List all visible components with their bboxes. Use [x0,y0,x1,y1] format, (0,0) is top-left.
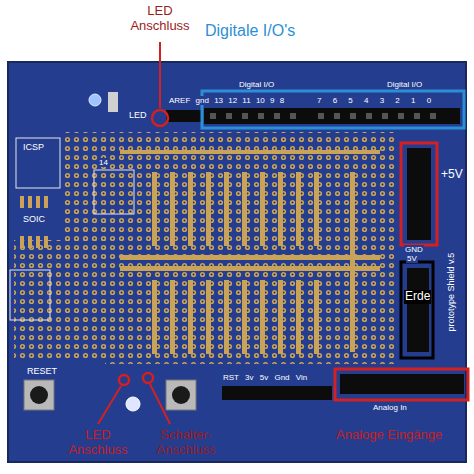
header-holes [210,113,436,119]
silkscreen-text: RESET [26,366,58,376]
callout-label: Digitale I/O's [205,22,295,40]
pad-field [62,132,106,242]
push-button [166,380,196,410]
silkscreen-text: Digital I/O [386,80,423,89]
resistor [108,92,118,112]
reset-button [24,380,54,410]
silkscreen-text: Digital I/O [238,80,275,89]
pad-field [105,132,397,364]
chip-outline [94,170,134,214]
silkscreen-text: LED [128,110,148,120]
led [89,94,101,106]
pin-header [407,148,431,240]
board-name: prototype Shield v.5 [446,252,456,333]
chip-outline [10,270,50,320]
callout-label: Erde [404,290,431,304]
pin-header [222,386,332,400]
leader-line [159,42,161,108]
callout-label: Analoge Eingänge [336,428,442,443]
silkscreen-text: SOIC [22,214,46,224]
power-frame [401,143,437,245]
leader-line [98,386,121,424]
icsp-outline [16,138,60,188]
pin-header [166,110,202,122]
led-marker [119,375,129,385]
pin-name: 5V [406,254,418,263]
leader-line [150,384,170,424]
silkscreen-text: ICSP [22,142,45,152]
pin-header [204,108,460,124]
pcb-board [8,62,466,462]
button-cap [172,386,190,404]
button-cap [30,386,48,404]
ground-frame [401,262,433,358]
led [126,397,140,411]
switch-marker [143,373,153,383]
pin-header [340,374,464,394]
soic-pads [20,196,48,248]
callout-label: Schalter- Anschluss [142,428,230,458]
pin-names: 7 6 5 4 3 2 1 0 [316,96,432,105]
silkscreen-text: Analog In [372,403,408,412]
copper-strips [120,150,380,354]
pin-header [407,268,429,352]
callout-label: LED Anschluss [118,4,202,34]
callout-label: LED Anschluss [56,428,140,458]
pad-field [14,240,106,362]
analog-frame [335,369,468,400]
pin-name: GND [404,245,424,254]
pin-names: RST 3v 5v Gnd Vin [222,373,308,382]
callout-label: +5V [440,168,464,182]
pin-names: AREF gnd 13 12 11 10 9 8 [168,96,285,105]
silkscreen-text: 14 [98,158,109,167]
led-marker [152,110,168,126]
